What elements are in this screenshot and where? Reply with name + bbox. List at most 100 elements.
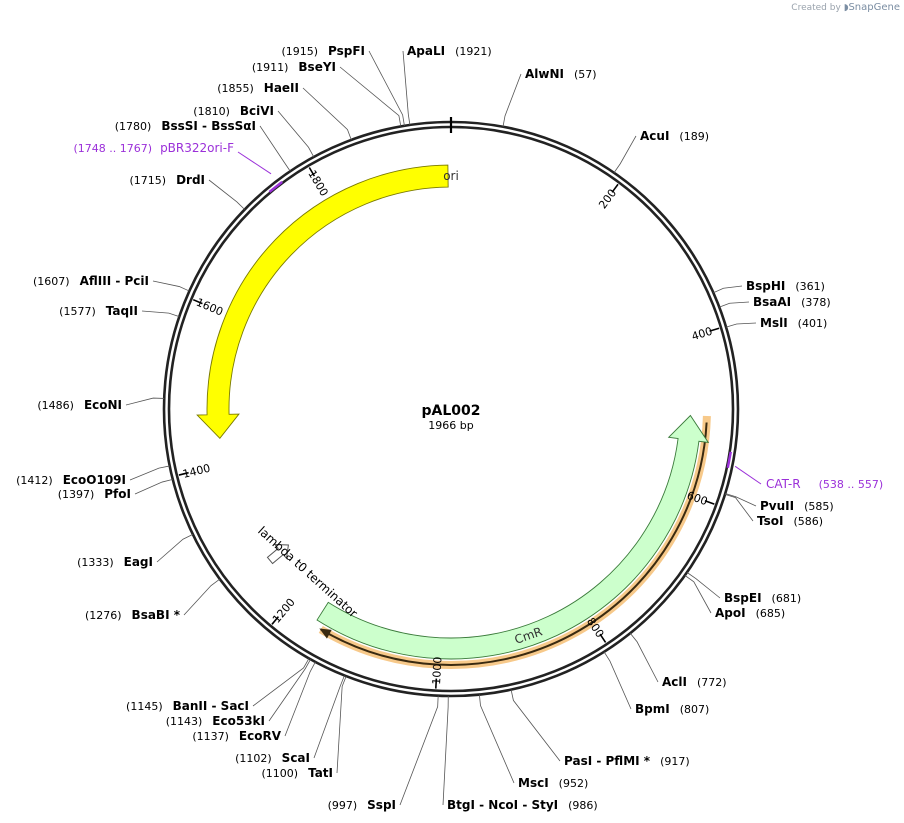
site-name: PfoI bbox=[104, 487, 131, 501]
site-pspfi[interactable]: (1915)PspFI bbox=[281, 44, 405, 126]
site-label: (997) SspI bbox=[328, 798, 396, 812]
site-position: (361) bbox=[795, 280, 825, 293]
site-position: (1486) bbox=[37, 399, 74, 412]
site-label: (1486)EcoNI bbox=[37, 398, 122, 412]
site-apali[interactable]: ApaLI(1921) bbox=[402, 44, 492, 126]
site-ecoo109i[interactable]: (1412)EcoO109I bbox=[16, 465, 170, 487]
site-taqii[interactable]: (1577)TaqII bbox=[59, 304, 180, 318]
site-msli[interactable]: MslI(401) bbox=[725, 316, 827, 330]
site-btgi[interactable]: BtgI - NcoI - StyI(986) bbox=[442, 695, 598, 812]
site-position: (997) bbox=[328, 799, 358, 812]
site-banii[interactable]: (1145)BanII - SacI bbox=[126, 658, 310, 713]
site-position: (1412) bbox=[16, 474, 53, 487]
site-ecorv[interactable]: (1137)EcoRV bbox=[192, 661, 316, 743]
site-msci[interactable]: MscI(952) bbox=[478, 694, 588, 790]
site-leader bbox=[336, 676, 347, 774]
site-bspei[interactable]: BspEI(681) bbox=[686, 572, 801, 605]
site-label: BspHI(361) bbox=[746, 279, 825, 293]
site-eagi[interactable]: (1333)EagI bbox=[77, 534, 194, 569]
site-label: (1810)BciVI bbox=[193, 104, 274, 118]
site-name: SspI bbox=[367, 798, 396, 812]
tick-label: 1800 bbox=[305, 168, 330, 199]
site-apoi[interactable]: ApoI (685) bbox=[684, 575, 785, 620]
site-leader bbox=[724, 493, 754, 522]
site-bpmi[interactable]: BpmI(807) bbox=[603, 651, 709, 716]
tick-mark bbox=[178, 471, 189, 476]
site-label: MscI(952) bbox=[518, 776, 588, 790]
site-pasi[interactable]: PasI - PflMI *(917) bbox=[510, 689, 690, 768]
primer-cat-r[interactable]: CAT-R(538 .. 557) bbox=[734, 465, 883, 491]
site-position: (1102) bbox=[235, 752, 272, 765]
site-leader bbox=[368, 50, 405, 126]
site-leader bbox=[719, 301, 750, 308]
site-label: (1915)PspFI bbox=[281, 44, 365, 58]
site-label: PasI - PflMI *(917) bbox=[564, 754, 690, 768]
site-pfoi[interactable]: (1397)PfoI bbox=[58, 478, 173, 501]
tick-label: 200 bbox=[596, 187, 619, 212]
site-name: BtgI - NcoI - StyI bbox=[447, 798, 558, 812]
primer-pbr322ori-f[interactable]: (1748 .. 1767)pBR322ori-F bbox=[74, 141, 272, 175]
site-leader bbox=[152, 280, 190, 292]
site-afliii[interactable]: (1607)AflIII - PciI bbox=[33, 274, 190, 292]
site-leader bbox=[284, 661, 316, 737]
site-acli[interactable]: AclI(772) bbox=[629, 632, 727, 689]
site-bseyi[interactable]: (1911)BseYI bbox=[252, 60, 402, 127]
site-name: TsoI bbox=[757, 514, 783, 528]
site-name: BciVI bbox=[240, 104, 274, 118]
site-pvuii[interactable]: PvuII(585) bbox=[725, 493, 834, 513]
site-name: BssSI - BssSαI bbox=[161, 119, 256, 133]
tick-mark bbox=[599, 633, 607, 643]
site-label: ApaLI(1921) bbox=[407, 44, 492, 58]
snapgene-credit: Created by ◗SnapGene bbox=[791, 2, 900, 13]
site-bsphi[interactable]: BspHI(361) bbox=[713, 279, 825, 294]
site-leader bbox=[613, 135, 637, 174]
site-label: BspEI(681) bbox=[724, 591, 801, 605]
site-position: (1100) bbox=[261, 767, 298, 780]
site-haeii[interactable]: (1855) HaeII bbox=[217, 81, 352, 141]
site-leader bbox=[510, 689, 561, 762]
site-drdi[interactable]: (1715)DrdI bbox=[129, 173, 245, 210]
site-name: BsaAI bbox=[753, 295, 791, 309]
site-econi[interactable]: (1486)EcoNI bbox=[37, 397, 165, 412]
site-bsabi[interactable]: (1276)BsaBI * bbox=[85, 578, 221, 622]
feature-cmr bbox=[316, 414, 710, 660]
site-leader bbox=[183, 578, 221, 616]
site-leader bbox=[268, 659, 311, 722]
site-bsaai[interactable]: BsaAI(378) bbox=[719, 295, 831, 309]
site-label: ApoI (685) bbox=[715, 606, 785, 620]
site-scai[interactable]: (1102)ScaI bbox=[235, 675, 345, 765]
site-label: (1143)Eco53kI bbox=[166, 714, 265, 728]
primer-layer: (1748 .. 1767)pBR322ori-F CAT-R(538 .. 55… bbox=[74, 141, 884, 491]
site-label: (1397)PfoI bbox=[58, 487, 131, 501]
site-label: (1607)AflIII - PciI bbox=[33, 274, 149, 288]
site-position: (1607) bbox=[33, 275, 70, 288]
site-name: AclI bbox=[662, 675, 687, 689]
site-sspi[interactable]: (997) SspI bbox=[328, 695, 439, 812]
tick-mark bbox=[434, 678, 438, 689]
site-bcivi[interactable]: (1810)BciVI bbox=[193, 104, 315, 158]
site-name: ApoI bbox=[715, 606, 746, 620]
site-position: (1137) bbox=[192, 730, 229, 743]
site-tsoi[interactable]: TsoI(586) bbox=[724, 493, 823, 528]
site-label: (1577)TaqII bbox=[59, 304, 138, 318]
site-eco53ki[interactable]: (1143)Eco53kI bbox=[166, 659, 311, 728]
site-leader bbox=[125, 397, 165, 406]
tick-mark bbox=[704, 500, 715, 505]
tick-mark bbox=[611, 183, 619, 193]
site-position: (1333) bbox=[77, 556, 114, 569]
tick-mark bbox=[192, 298, 203, 305]
site-label: (1145)BanII - SacI bbox=[126, 699, 249, 713]
site-alwni[interactable]: AlwNI(57) bbox=[502, 67, 597, 127]
plasmid-name: pAL002 bbox=[421, 403, 480, 419]
feature-label-terminator: lambda t0 terminator bbox=[255, 524, 360, 621]
site-label: BpmI(807) bbox=[635, 702, 709, 716]
site-bsssi[interactable]: (1780)BssSI - BssSαI bbox=[115, 119, 291, 172]
site-tati[interactable]: (1100)TatI bbox=[261, 676, 347, 780]
site-acui[interactable]: AcuI(189) bbox=[613, 129, 709, 174]
site-name: HaeII bbox=[264, 81, 299, 95]
site-position: (1855) bbox=[217, 82, 254, 95]
plasmid-size: 1966 bp bbox=[428, 419, 473, 432]
site-position: (685) bbox=[756, 607, 786, 620]
primer-name: CAT-R bbox=[766, 477, 801, 491]
